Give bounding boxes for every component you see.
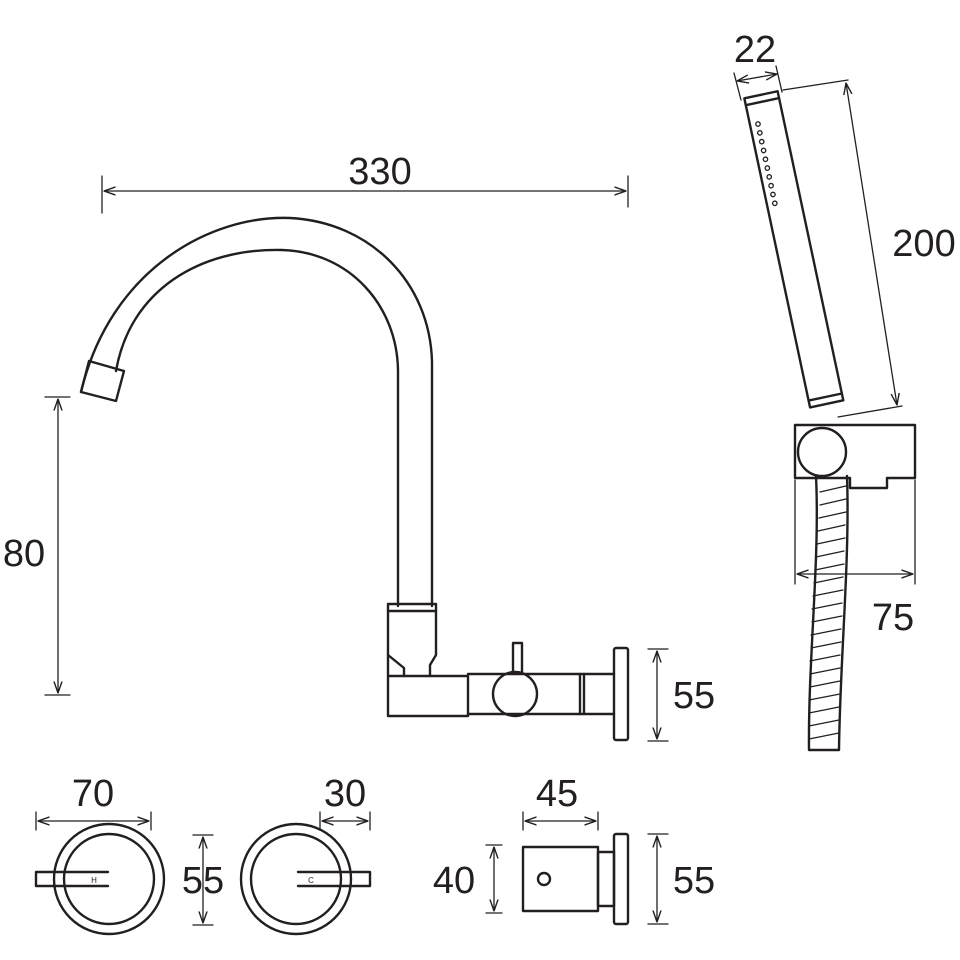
- hot-handle-width-label: 70: [72, 773, 114, 815]
- side-view-inner-height-label: 40: [433, 860, 475, 902]
- hand-shower: [743, 90, 917, 752]
- handshower-length-label: 200: [892, 223, 955, 265]
- hot-handle-front-view: H: [34, 822, 166, 936]
- spout-width-dimension: 330: [101, 151, 629, 214]
- body-height-label: 55: [673, 675, 715, 717]
- hot-handle-width-dimension: 70: [35, 773, 152, 831]
- handshower-diameter-dimension: 22: [733, 29, 783, 101]
- hose-coils: [808, 485, 847, 740]
- spout-height-label: 80: [3, 533, 45, 575]
- side-view-plate-height-label: 55: [673, 860, 715, 902]
- gooseneck-spout: [79, 216, 438, 613]
- side-view-plate-height-dimension: 55: [647, 833, 715, 925]
- hot-handle-height-label: 55: [182, 860, 224, 902]
- spout-width-label: 330: [348, 151, 411, 193]
- hot-mark: H: [91, 876, 97, 885]
- cold-handle-width-dimension: 30: [319, 773, 371, 831]
- hot-handle-height-dimension: 55: [182, 834, 224, 926]
- bracket-width-label: 75: [872, 597, 914, 639]
- side-view-inner-height-dimension: 40: [433, 844, 503, 914]
- cold-handle-front-view: C: [239, 822, 372, 936]
- cold-handle-width-label: 30: [324, 773, 366, 815]
- mixer-body: [386, 609, 630, 742]
- spout-height-dimension: 80: [3, 396, 71, 696]
- side-view-width-label: 45: [536, 773, 578, 815]
- handle-side-view: [521, 832, 630, 926]
- bracket-width-dimension: 75: [794, 479, 916, 639]
- spray-nozzles-icon: [755, 121, 778, 207]
- handshower-diameter-label: 22: [734, 29, 776, 71]
- handshower-length-dimension: 200: [782, 79, 956, 418]
- side-view-width-dimension: 45: [522, 773, 599, 831]
- cold-mark: C: [308, 876, 314, 885]
- body-height-dimension: 55: [647, 648, 715, 742]
